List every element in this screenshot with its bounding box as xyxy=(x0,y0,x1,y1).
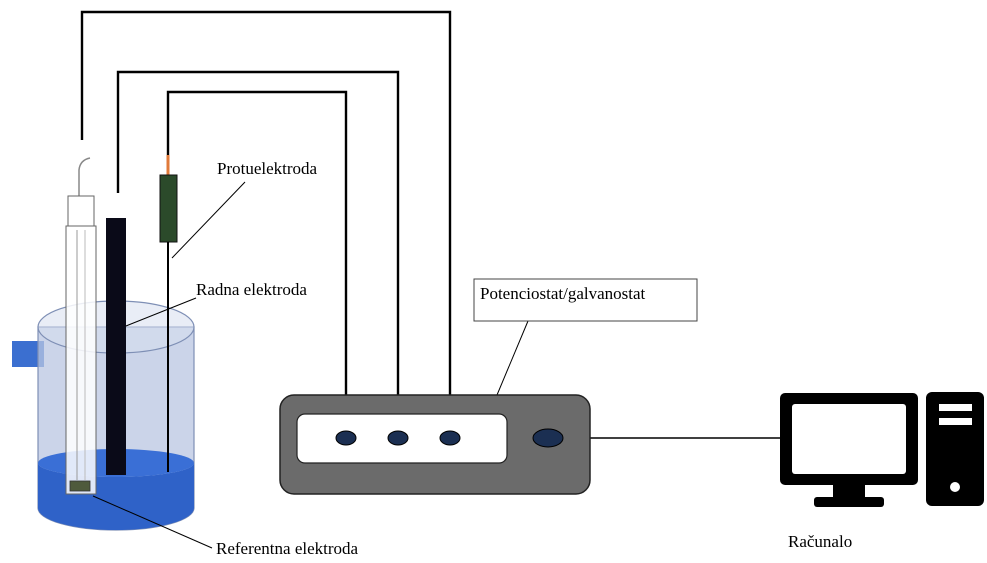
computer-label: Računalo xyxy=(788,532,852,551)
reference-connector xyxy=(439,430,461,446)
reference-electrode-cap xyxy=(67,195,95,227)
reference-electrode-tube xyxy=(65,225,97,495)
counter-leader xyxy=(171,181,246,259)
reference-electrode-wire xyxy=(78,157,91,196)
counter-electrode-label: Protuelektroda xyxy=(217,159,318,178)
reference-electrode-frit xyxy=(69,480,91,492)
working-cable xyxy=(116,70,400,428)
working-connector xyxy=(387,430,409,446)
working-electrode xyxy=(106,218,126,475)
monitor-neck xyxy=(833,485,865,499)
counter-electrode xyxy=(159,155,178,472)
monitor-screen xyxy=(792,404,906,474)
potentiostat-label: Potenciostat/galvanostat xyxy=(480,284,646,303)
tower-slot-2 xyxy=(939,418,972,425)
counter-connector xyxy=(335,430,357,446)
cables xyxy=(80,10,780,439)
counter-cable xyxy=(166,90,348,428)
reference-electrode-label: Referentna elektroda xyxy=(216,539,359,558)
potentiostat-leader xyxy=(496,320,529,396)
counter-electrode-body xyxy=(159,174,178,243)
working-leader xyxy=(125,297,197,327)
tower-slot-1 xyxy=(939,404,972,411)
reference-cable xyxy=(80,10,452,428)
tower-power-button xyxy=(950,482,960,492)
monitor-stand xyxy=(814,497,884,507)
leader-lines xyxy=(92,181,529,549)
reference-electrode xyxy=(65,157,97,495)
computer xyxy=(780,392,984,507)
computer-connector xyxy=(532,428,564,448)
reference-leader xyxy=(92,495,213,549)
potentiostat-device xyxy=(279,394,591,495)
electrochemical-cell xyxy=(12,300,195,531)
working-electrode-label: Radna elektroda xyxy=(196,280,307,299)
potentiostat-label-box xyxy=(473,278,698,322)
